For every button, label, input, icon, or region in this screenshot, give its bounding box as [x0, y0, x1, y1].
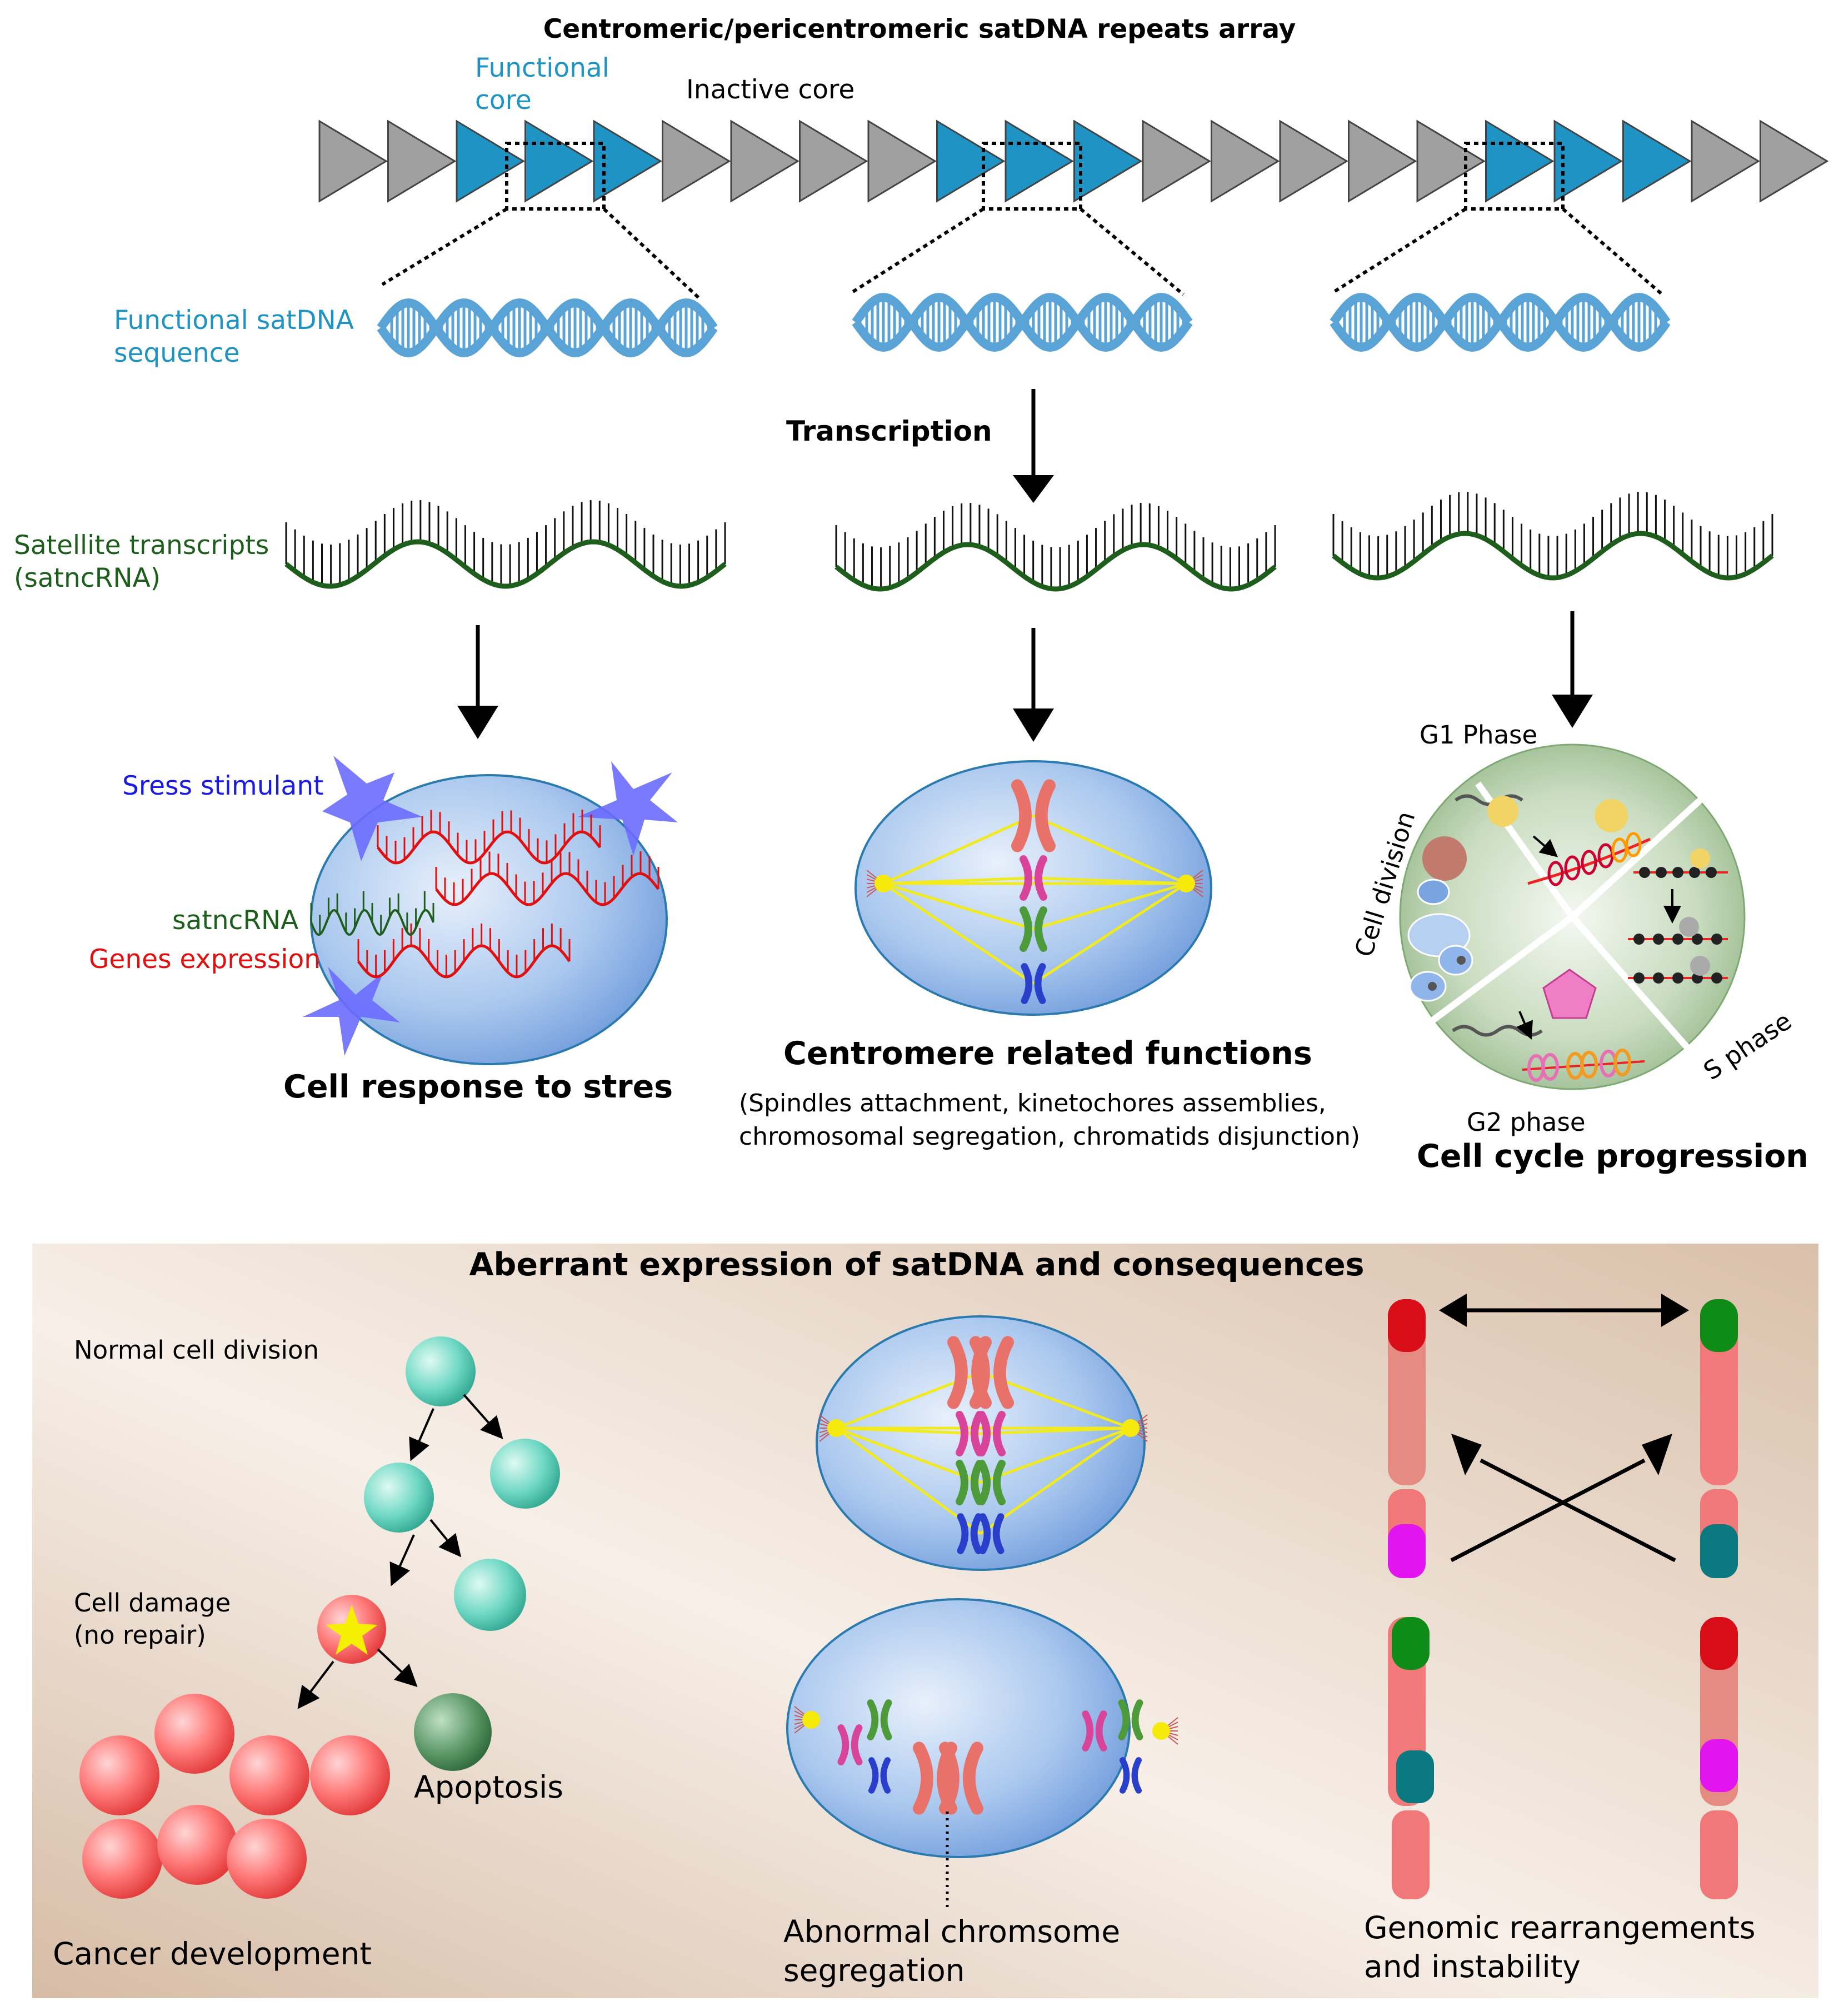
normal-cell — [490, 1439, 560, 1509]
pentagon-icon — [1542, 969, 1597, 1019]
g1-phase-label: G1 Phase — [1420, 720, 1537, 750]
inactive-repeat — [730, 119, 799, 203]
functional-repeat — [1485, 119, 1555, 203]
abnormal-label-2: segregation — [783, 1953, 965, 1988]
abnormal-label-1: Abnormal chromsome — [783, 1914, 1120, 1949]
array-title: Centromeric/pericentromeric satDNA repea… — [543, 14, 1296, 44]
stress-stimulant-icon-3 — [303, 967, 400, 1056]
arrow-head-stress — [457, 706, 498, 739]
functional-satdna-label-1: Functional satDNA — [114, 305, 354, 336]
inactive-repeat — [1211, 119, 1280, 203]
inactive-core-label: Inactive core — [686, 74, 854, 105]
functional-repeat — [936, 119, 1006, 203]
transcription-arrow-head — [1013, 475, 1054, 503]
genomic-label-2: and instability — [1364, 1949, 1581, 1984]
inactive-repeat — [662, 119, 731, 203]
damage-star-icon — [326, 1605, 378, 1655]
functional-core-label-1: Functional — [475, 53, 609, 83]
normal-cell — [406, 1336, 476, 1406]
inactive-repeat — [1142, 119, 1211, 203]
function-arrows — [476, 611, 1575, 717]
functional-repeat — [593, 119, 662, 203]
s-phase-label: S phase — [1698, 1006, 1797, 1086]
chromosome-rearrangement — [1388, 1294, 1738, 1899]
inactive-repeat — [1416, 119, 1486, 203]
zoom-indicators — [381, 142, 1663, 302]
functional-repeat — [524, 119, 594, 203]
functional-core-label-2: core — [475, 85, 532, 116]
satncrna-transcript-3 — [1332, 492, 1774, 581]
cancer-label: Cancer development — [53, 1936, 372, 1972]
inactive-repeat — [1691, 119, 1760, 203]
dna-helix-3 — [1330, 292, 1671, 352]
functional-repeat — [456, 119, 525, 203]
centromere-desc-2: chromosomal segregation, chromatids disj… — [739, 1122, 1360, 1151]
cell-cycle-title: Cell cycle progression — [1417, 1138, 1808, 1175]
genes-expression-label: Genes expression — [89, 944, 321, 975]
g2-phase-label: G2 phase — [1467, 1107, 1586, 1137]
stress-stimulant-icon-1 — [322, 756, 422, 861]
inactive-repeat — [1760, 119, 1829, 203]
apoptotic-cell — [414, 1693, 492, 1771]
centromere-cell — [854, 760, 1212, 1016]
normal-cell — [364, 1463, 434, 1533]
inactive-repeat — [799, 119, 868, 203]
cell-lineage — [79, 1336, 560, 1899]
repeat-array — [318, 119, 1829, 203]
normal-division-label: Normal cell division — [74, 1335, 319, 1365]
functional-repeat — [1622, 119, 1692, 203]
apoptosis-label: Apoptosis — [414, 1769, 563, 1805]
dna-helix-1 — [377, 298, 718, 358]
normal-cell — [454, 1559, 526, 1631]
abnormal-segregation-cell — [786, 1598, 1178, 1912]
inactive-repeat — [318, 119, 388, 203]
centromere-desc-1: (Spindles attachment, kinetochores assem… — [739, 1089, 1326, 1117]
inactive-repeat — [867, 119, 937, 203]
aberrant-title: Aberrant expression of satDNA and conseq… — [469, 1246, 1364, 1283]
functional-repeat — [1005, 119, 1074, 203]
inactive-repeat — [1279, 119, 1348, 203]
cancer-cells — [79, 1694, 390, 1899]
satncrna-transcript-2 — [834, 503, 1277, 592]
inactive-repeat — [1348, 119, 1417, 203]
stress-cell — [303, 756, 678, 1065]
functional-repeat — [1073, 119, 1143, 203]
stress-stimulant-label: Sress stimulant — [122, 771, 324, 801]
functional-satdna-label-2: sequence — [114, 338, 240, 368]
arrow-head-centromere — [1013, 708, 1054, 742]
arrow-head-cycle — [1552, 695, 1593, 728]
functional-repeat — [1553, 119, 1623, 203]
cell-damage-label-1: Cell damage — [74, 1588, 231, 1618]
stress-stimulant-icon-2 — [578, 761, 678, 856]
transcription-label: Transcription — [786, 415, 992, 447]
centromere-title: Centromere related functions — [783, 1035, 1312, 1072]
cell-damage-label-2: (no repair) — [74, 1620, 206, 1650]
genomic-label-1: Genomic rearrangements — [1364, 1910, 1756, 1945]
cell-cycle-wheel — [1399, 743, 1746, 1090]
transcripts-label-1: Satellite transcripts — [14, 530, 269, 561]
satncrna-transcript-1 — [284, 500, 727, 589]
stress-title: Cell response to stres — [283, 1069, 673, 1105]
transcripts-label-2: (satncRNA) — [14, 563, 161, 593]
normal-segregation-cell — [816, 1315, 1148, 1571]
inactive-repeat — [387, 119, 457, 203]
satncrna-label: satncRNA — [172, 905, 298, 936]
dna-helix-2 — [852, 292, 1193, 352]
